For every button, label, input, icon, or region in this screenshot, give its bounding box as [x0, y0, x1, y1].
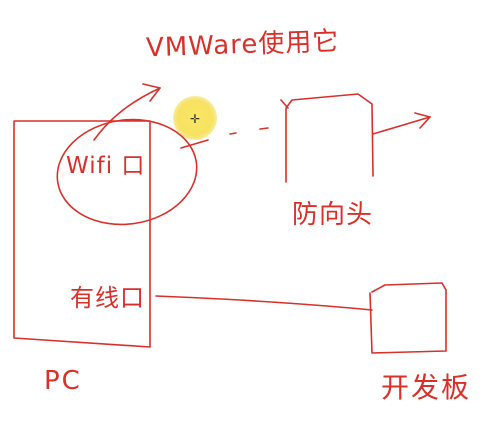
wired-port-label: 有线口 [70, 284, 145, 312]
wifi-camera-dash-2 [259, 127, 269, 130]
vmware-arrow [93, 87, 161, 141]
vmware-label: VMWare使用它 [145, 26, 340, 64]
board-box [369, 282, 447, 354]
camera-arrowhead [414, 112, 431, 129]
camera-box [280, 93, 374, 183]
camera-arrow [372, 116, 431, 135]
wifi-camera-dash-1 [229, 132, 237, 135]
pc-label: PC [44, 366, 82, 396]
wifi-port-label: Wifi 口 [66, 153, 146, 179]
wifi-circle [56, 118, 198, 226]
wired-cable [155, 295, 373, 311]
dev-board-label: 开发板 [381, 371, 472, 404]
vmware-arrowhead [142, 83, 161, 102]
camera-label: 防向头 [292, 200, 374, 230]
crosshair-cursor-icon: ✛ [190, 108, 200, 127]
wifi-camera-link [180, 139, 209, 149]
cursor-highlight [173, 96, 217, 140]
